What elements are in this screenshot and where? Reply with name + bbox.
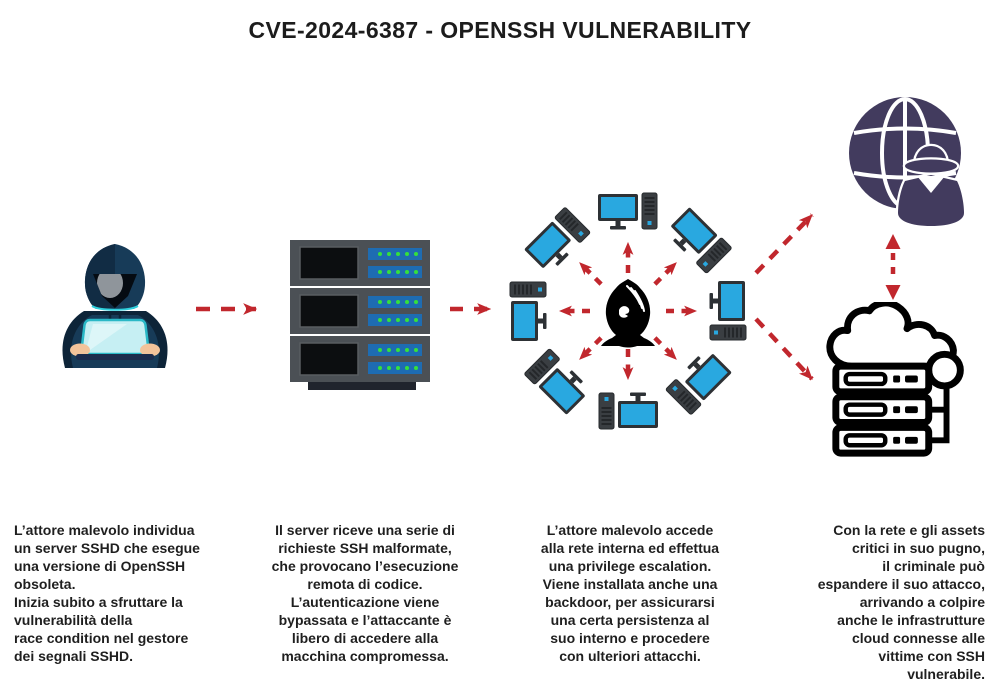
spy-icon [895,143,967,227]
cloud-connector-line [928,385,950,444]
workstation-icon [664,346,734,416]
server-rack-base [308,382,416,390]
flow-arrow-to-globe [754,213,814,275]
laptop-base [76,354,154,360]
server-unit [832,393,933,426]
hacker-laptop-icon [62,244,168,368]
server-rack-icon [290,240,430,390]
stage-4-description: Con la rete e gli assets critici in suo … [817,522,985,682]
workstation-icon [708,280,747,341]
flow-arrow-2 [450,303,492,315]
hacker-face [97,274,123,298]
network-compromise-icon [509,192,747,430]
workstation-icon [598,391,659,430]
workstation-icon [597,192,658,231]
flow-arrow-1 [196,303,258,315]
page-title: CVE-2024-6387 - OPENSSH VULNERABILITY [248,17,752,43]
server-unit [832,423,933,457]
cloud-outline [826,302,957,370]
stage-1-description: L’attore malevolo individua un server SS… [14,522,200,664]
flow-arrow-to-cloud [754,317,814,381]
hacker-hand-right [140,343,160,357]
stage-2-description: Il server riceve una serie di richieste … [271,522,459,664]
server-unit [832,362,933,396]
stage-3-description: L’attore malevolo accede alla rete inter… [540,522,720,664]
hacker-hand-left [70,343,90,357]
radial-attack-arrows [558,241,698,381]
workstation-icon [509,281,548,342]
workstation-icon [523,347,593,417]
server-unit [290,288,430,334]
globe-cloud-double-arrow [885,234,901,300]
workstation-icon [522,206,592,276]
hooded-hacker-icon [601,279,655,348]
workstation-icon [663,205,733,275]
globe-spy-icon [849,97,967,227]
cloud-server-icon [826,302,964,457]
flow-arrows-expansion [754,213,814,381]
server-unit [290,336,430,382]
server-unit [290,240,430,286]
